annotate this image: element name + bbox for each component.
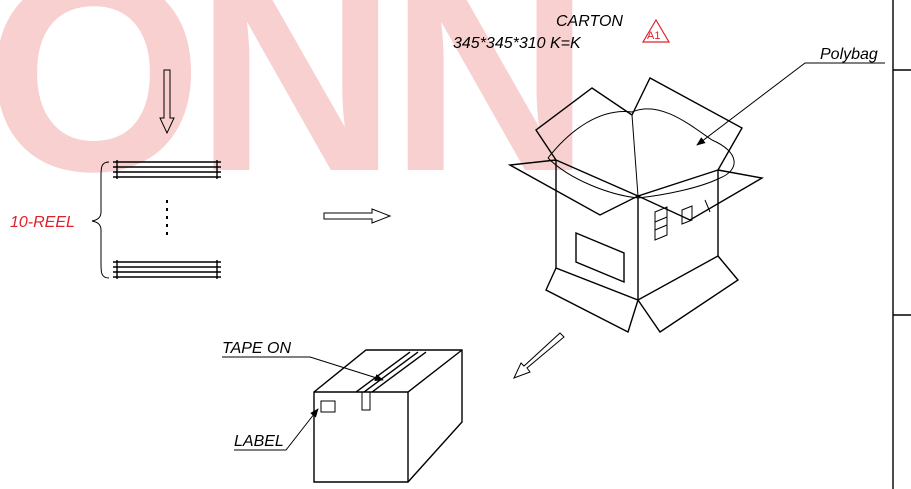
reel-count-label: 10-REEL bbox=[10, 214, 75, 231]
reel-stack bbox=[91, 160, 221, 279]
open-carton bbox=[507, 77, 764, 334]
right-arrow-icon bbox=[323, 208, 392, 224]
label-callout: LABEL bbox=[234, 433, 284, 450]
tape-leader bbox=[222, 356, 384, 381]
sealed-box bbox=[313, 349, 463, 483]
diagonal-arrow-icon bbox=[513, 332, 565, 379]
carton-dimensions: 345*345*310 K=K bbox=[453, 35, 582, 52]
label-leader bbox=[234, 408, 319, 451]
revision-mark: A1 bbox=[647, 30, 660, 42]
revision-triangle-icon: A1 bbox=[641, 18, 671, 43]
frame-border bbox=[892, 0, 911, 489]
reel-brace bbox=[91, 161, 110, 279]
box-label-rect bbox=[320, 400, 336, 413]
carton-title: CARTON bbox=[556, 13, 623, 30]
tape-on-label: TAPE ON bbox=[222, 340, 291, 357]
polybag-leader bbox=[696, 62, 885, 146]
down-arrow-icon bbox=[159, 69, 175, 135]
reel-top bbox=[113, 160, 221, 179]
polybag-label: Polybag bbox=[820, 46, 878, 63]
reel-bottom bbox=[113, 260, 221, 279]
watermark-text: ONN bbox=[0, 0, 583, 230]
